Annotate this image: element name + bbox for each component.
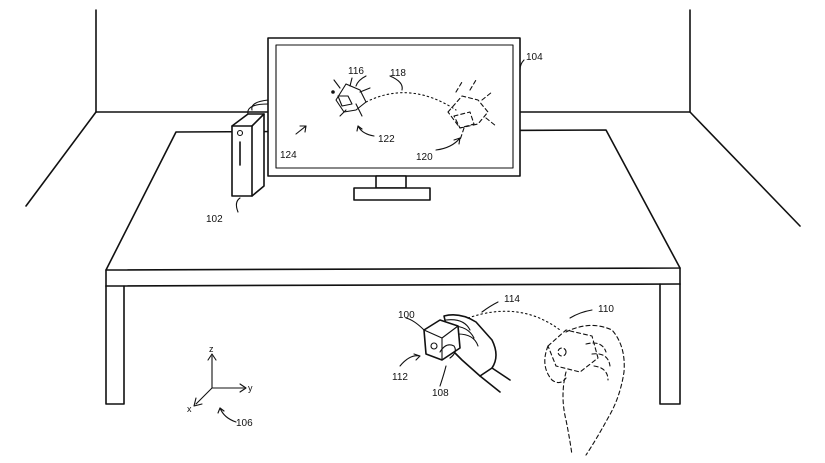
target-hand (467, 310, 625, 456)
label-122: 122 (378, 134, 395, 145)
label-110: 110 (598, 304, 614, 315)
label-118: 118 (390, 68, 406, 79)
label-100: 100 (398, 310, 415, 321)
label-114: 114 (504, 294, 520, 305)
axis-label-x: x (187, 404, 192, 414)
label-120: 120 (416, 152, 433, 163)
reference-labels: 102 104 116 118 122 124 120 100 114 110 … (187, 52, 614, 429)
label-112: 112 (392, 372, 408, 383)
virtual-scene-content (295, 75, 497, 151)
label-124: 124 (280, 150, 297, 161)
computing-device (231, 99, 269, 197)
display-monitor (267, 37, 521, 201)
axis-label-z: z (209, 344, 214, 354)
label-104: 104 (526, 52, 543, 63)
label-108: 108 (432, 388, 449, 399)
label-116: 116 (348, 66, 364, 77)
label-106: 106 (236, 418, 253, 429)
coordinate-axes (193, 353, 247, 423)
label-102: 102 (206, 214, 223, 225)
leader-lines (235, 59, 593, 387)
axis-label-y: y (248, 383, 253, 393)
hand-with-object (423, 314, 511, 393)
room-walls (25, 9, 801, 227)
